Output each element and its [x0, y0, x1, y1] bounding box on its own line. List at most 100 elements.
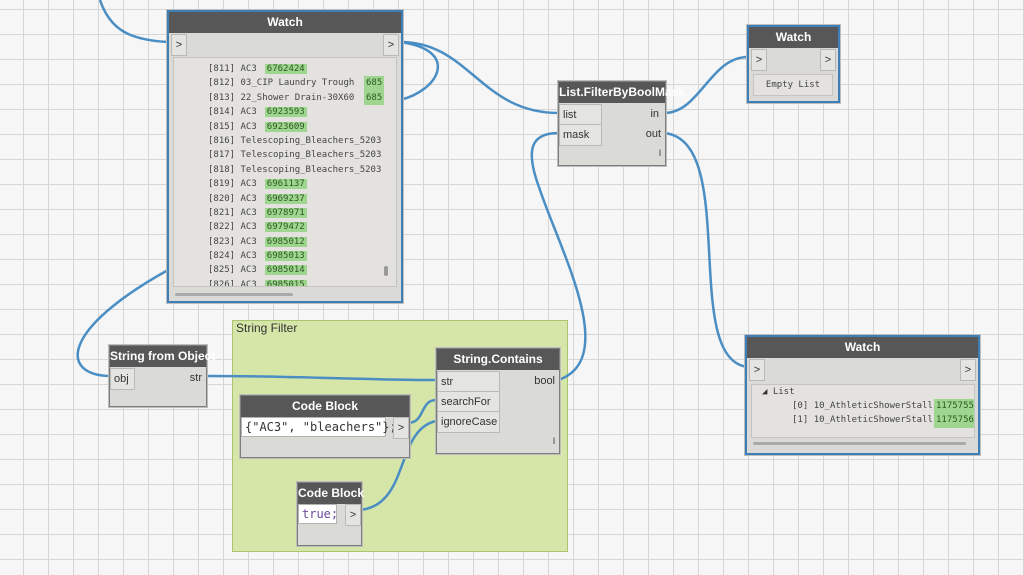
- list-item: [812] 03_CIP Laundry Trough 685: [174, 76, 396, 91]
- list-item-text: AC3: [240, 207, 257, 218]
- wire-code1-to-searchfor: [407, 398, 437, 425]
- code-editor[interactable]: true;: [298, 504, 339, 524]
- list-item-value: 6979472: [264, 222, 307, 233]
- list-item-index: [824]: [208, 251, 241, 262]
- output-port[interactable]: >: [960, 359, 976, 381]
- list-item-text: AC3: [240, 179, 257, 190]
- horizontal-scrollbar[interactable]: [175, 293, 293, 296]
- list-item-index: [822]: [208, 222, 241, 233]
- input-port[interactable]: >: [751, 49, 767, 71]
- wire-bool-to-mask: [530, 131, 587, 382]
- list-item-text: AC3: [240, 265, 257, 276]
- lacing-indicator: l: [553, 436, 555, 446]
- list-item-value: 6978971: [264, 207, 307, 218]
- list-item-text: Telescoping_Bleachers_5203: [240, 150, 382, 161]
- list-item-text: AC3: [240, 279, 257, 287]
- list-item-value: 1175755: [934, 399, 974, 414]
- wire-watch-to-string-from-object: [76, 268, 169, 378]
- list-item: [818] Telescoping_Bleachers_5203: [174, 163, 396, 177]
- list-item-index: [823]: [208, 236, 241, 247]
- horizontal-scrollbar[interactable]: [753, 442, 966, 445]
- list-item-index: [0]: [792, 401, 814, 411]
- node-title: Watch: [747, 337, 978, 358]
- list-item-text: 10_AthleticShowerStall: [813, 415, 933, 426]
- code-keyword: true;: [302, 507, 339, 521]
- input-port[interactable]: >: [171, 34, 187, 56]
- list-item-index: [1]: [792, 415, 814, 426]
- list-item-text: AC3: [240, 107, 257, 118]
- node-title: Code Block: [241, 396, 409, 417]
- node-title: String.Contains: [437, 349, 559, 370]
- list-item-value: 6985014: [264, 265, 307, 276]
- list-item-text: AC3: [240, 222, 257, 233]
- vertical-scrollbar[interactable]: [384, 266, 388, 276]
- list-item: [819] AC3 6961137: [174, 177, 396, 191]
- empty-list-text: Empty List: [765, 80, 821, 90]
- list-item-text: AC3: [240, 121, 257, 132]
- list-item: [817] Telescoping_Bleachers_5203: [174, 148, 396, 162]
- list-item-index: [826]: [208, 279, 241, 287]
- list-item-text: 03_CIP Laundry Trough: [240, 78, 355, 89]
- output-port[interactable]: >: [393, 417, 409, 439]
- list-item-index: [815]: [208, 121, 241, 132]
- output-port-str[interactable]: str: [189, 372, 202, 384]
- wire-filter-in-to-watch: [663, 55, 749, 115]
- string-from-object-node[interactable]: String from Object obj str: [109, 345, 215, 407]
- code-block-node-1[interactable]: Code Block {"AC3", "bleachers"}; >: [240, 395, 410, 458]
- list-item-text: AC3: [240, 251, 257, 262]
- list-item-index: [819]: [208, 179, 241, 190]
- list-item: [826] AC3 6985015: [174, 278, 396, 287]
- list-item-index: [817]: [208, 150, 241, 161]
- wire-top-left: [98, 0, 169, 44]
- lacing-indicator: l: [659, 148, 661, 158]
- list-item: [822] AC3 6979472: [174, 220, 396, 234]
- output-port-in[interactable]: in: [650, 108, 659, 120]
- list-item-index: [820]: [208, 193, 241, 204]
- output-port[interactable]: >: [345, 504, 361, 526]
- watch-output-empty: Empty List: [753, 74, 833, 96]
- input-port-searchfor[interactable]: searchFor: [437, 391, 500, 413]
- list-item-value: 6961137: [264, 179, 307, 190]
- watch-node-in[interactable]: Watch > > Empty List: [747, 25, 840, 103]
- list-item-text: AC3: [240, 193, 257, 204]
- list-item-text: 22_Shower Drain-30X60: [240, 92, 355, 103]
- list-item-index: [812]: [208, 78, 241, 89]
- input-port-list[interactable]: list: [559, 104, 602, 126]
- collapse-triangle-icon[interactable]: ◢: [762, 387, 768, 397]
- node-title: List.FilterByBoolMask: [559, 82, 685, 103]
- output-port[interactable]: >: [383, 34, 399, 56]
- list-item-value: 685: [364, 76, 385, 91]
- list-item-index: [818]: [208, 164, 241, 175]
- list-tree-header[interactable]: ◢ List: [752, 385, 974, 399]
- list-item-index: [814]: [208, 107, 241, 118]
- node-title: Watch: [749, 27, 838, 48]
- filter-by-bool-mask-node[interactable]: List.FilterByBoolMask list mask in out l: [558, 81, 685, 166]
- list-item-index: [813]: [208, 92, 241, 103]
- input-port[interactable]: >: [749, 359, 765, 381]
- code-block-node-2[interactable]: Code Block true; >: [297, 482, 364, 546]
- list-item-value: 685: [364, 90, 385, 106]
- watch-node-out[interactable]: Watch > > ◢ List [0] 10_AthleticShowerSt…: [745, 335, 980, 455]
- input-port-mask[interactable]: mask: [559, 124, 602, 146]
- output-port-bool[interactable]: bool: [534, 375, 555, 387]
- input-port-str[interactable]: str: [437, 371, 500, 393]
- string-contains-node[interactable]: String.Contains str searchFor ignoreCase…: [436, 348, 560, 454]
- list-item-value: 6985015: [264, 279, 307, 286]
- output-port-out[interactable]: out: [645, 128, 661, 140]
- input-port-ignorecase[interactable]: ignoreCase: [437, 411, 500, 433]
- list-item-value: 6985012: [264, 236, 307, 247]
- wire-code2-to-ignorecase: [359, 419, 437, 512]
- code-editor[interactable]: {"AC3", "bleachers"};: [241, 417, 397, 437]
- output-port[interactable]: >: [820, 49, 836, 71]
- input-port-obj[interactable]: obj: [110, 368, 135, 390]
